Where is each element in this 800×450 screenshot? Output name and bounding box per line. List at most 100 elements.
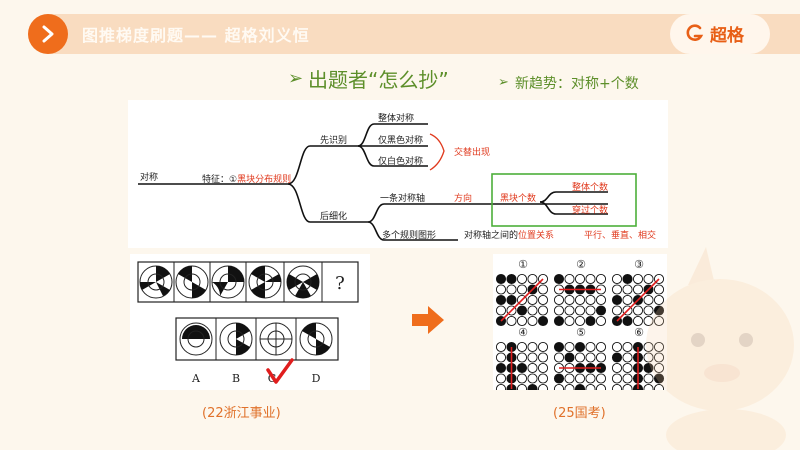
subtitle-bullet-icon: ➢ <box>288 68 304 89</box>
dot <box>632 273 644 285</box>
dot-grid-label: ④ <box>518 326 528 339</box>
dot <box>527 341 538 353</box>
dot <box>595 294 607 306</box>
dot <box>611 383 623 395</box>
dot <box>506 284 517 295</box>
mindmap-branch-later: 后细化 <box>320 212 348 222</box>
dot <box>595 341 607 353</box>
brand-name: 超格 <box>710 26 744 46</box>
dot-grid-label: ③ <box>634 258 644 271</box>
dot <box>527 315 538 327</box>
mindmap-count-item-1: 整体个数 <box>572 183 609 193</box>
chevron-right-icon <box>42 25 54 43</box>
dot <box>585 383 596 395</box>
dot <box>537 305 549 316</box>
dot <box>574 273 586 285</box>
dot <box>553 373 565 384</box>
dot <box>527 362 538 374</box>
dot <box>495 341 507 353</box>
dot-grid-label: ⑥ <box>634 326 644 339</box>
dot <box>611 362 623 374</box>
dot <box>595 273 607 285</box>
dot <box>611 273 623 285</box>
dot <box>653 294 665 306</box>
option-label-d: D <box>312 372 321 385</box>
mindmap-first-note: 交替出现 <box>454 148 491 158</box>
dot <box>495 362 507 374</box>
dot <box>564 294 575 306</box>
dot <box>564 373 575 384</box>
mindmap-root: 对称 <box>140 173 159 183</box>
dot <box>495 352 507 363</box>
dot <box>537 373 549 384</box>
dot <box>574 294 586 306</box>
mindmap-diagram: 对称 特征：①黑块分布规则 先识别 整体对称 仅黑色对称 仅白色对称 交替出现 … <box>128 100 668 248</box>
dot-grid-figure: ② <box>553 258 607 327</box>
dot <box>495 273 507 285</box>
dot <box>564 273 575 285</box>
dot <box>611 284 623 295</box>
dot <box>622 352 633 363</box>
dot <box>506 273 517 285</box>
subtitle-main: 出题者“怎么抄” <box>308 68 449 92</box>
dot <box>527 373 538 384</box>
dot <box>553 305 565 316</box>
dot <box>622 294 633 306</box>
dot-grid-figure: ⑤ <box>553 326 607 395</box>
dot <box>495 383 507 395</box>
dot <box>495 373 507 384</box>
dot <box>622 273 633 285</box>
dot <box>574 352 586 363</box>
mindmap-direction: 方向 <box>454 194 473 204</box>
header-chevron-button[interactable] <box>28 14 68 54</box>
mindmap-relation-types: 平行、垂直、相交 <box>584 231 657 241</box>
dot-grid-figure: ① <box>495 258 549 327</box>
dot <box>653 341 665 353</box>
dot <box>632 305 644 316</box>
dot <box>564 383 575 395</box>
feature-highlight: 黑块分布规则 <box>237 175 292 185</box>
right-arrow-icon <box>412 306 444 334</box>
left-puzzle-caption: (22浙江事业) <box>202 406 281 421</box>
dot <box>595 315 607 327</box>
dot <box>516 315 528 327</box>
mindmap-axis-item: 一条对称轴 <box>380 194 426 204</box>
dot-grid-label: ② <box>576 258 586 271</box>
dot-grid-figure: ⑥ <box>611 326 665 395</box>
dot <box>553 352 565 363</box>
dot-grid-figure: ③ <box>611 258 665 327</box>
page-title: 图推梯度刷题—— 超格刘义恒 <box>82 26 310 45</box>
dot <box>643 373 654 384</box>
dot <box>574 383 586 395</box>
dot <box>643 341 654 353</box>
subtitle-secondary-bullet-icon: ➢ <box>498 75 509 90</box>
dot <box>622 284 633 295</box>
option-label-a: A <box>191 372 201 385</box>
sequence-figure-3 <box>211 265 245 299</box>
dot-grid-figure: ④ <box>495 326 549 395</box>
dot <box>643 305 654 316</box>
relation-highlight: 位置关系 <box>518 231 555 241</box>
dot <box>611 294 623 306</box>
unicorn-mascot-icon <box>646 247 794 450</box>
dot <box>574 341 586 353</box>
dot <box>537 352 549 363</box>
dot <box>564 352 575 363</box>
dot <box>516 373 528 384</box>
right-puzzle-caption: (25国考) <box>553 406 606 421</box>
mindmap-first-item-3: 仅白色对称 <box>378 157 424 167</box>
dot <box>585 373 596 384</box>
dot <box>622 315 633 327</box>
dot <box>527 383 538 395</box>
dot <box>537 383 549 395</box>
puzzle-left: ? A <box>130 254 370 390</box>
option-figure-a <box>179 322 213 356</box>
dot <box>516 341 528 353</box>
sequence-figure-4 <box>248 265 282 299</box>
dot-grid-label: ⑤ <box>576 326 586 339</box>
dot <box>537 341 549 353</box>
relation-prefix: 对称轴之间的 <box>464 231 519 241</box>
dot <box>527 294 538 306</box>
dot <box>643 352 654 363</box>
subtitle-secondary: 新趋势：对称+个数 <box>515 76 639 92</box>
